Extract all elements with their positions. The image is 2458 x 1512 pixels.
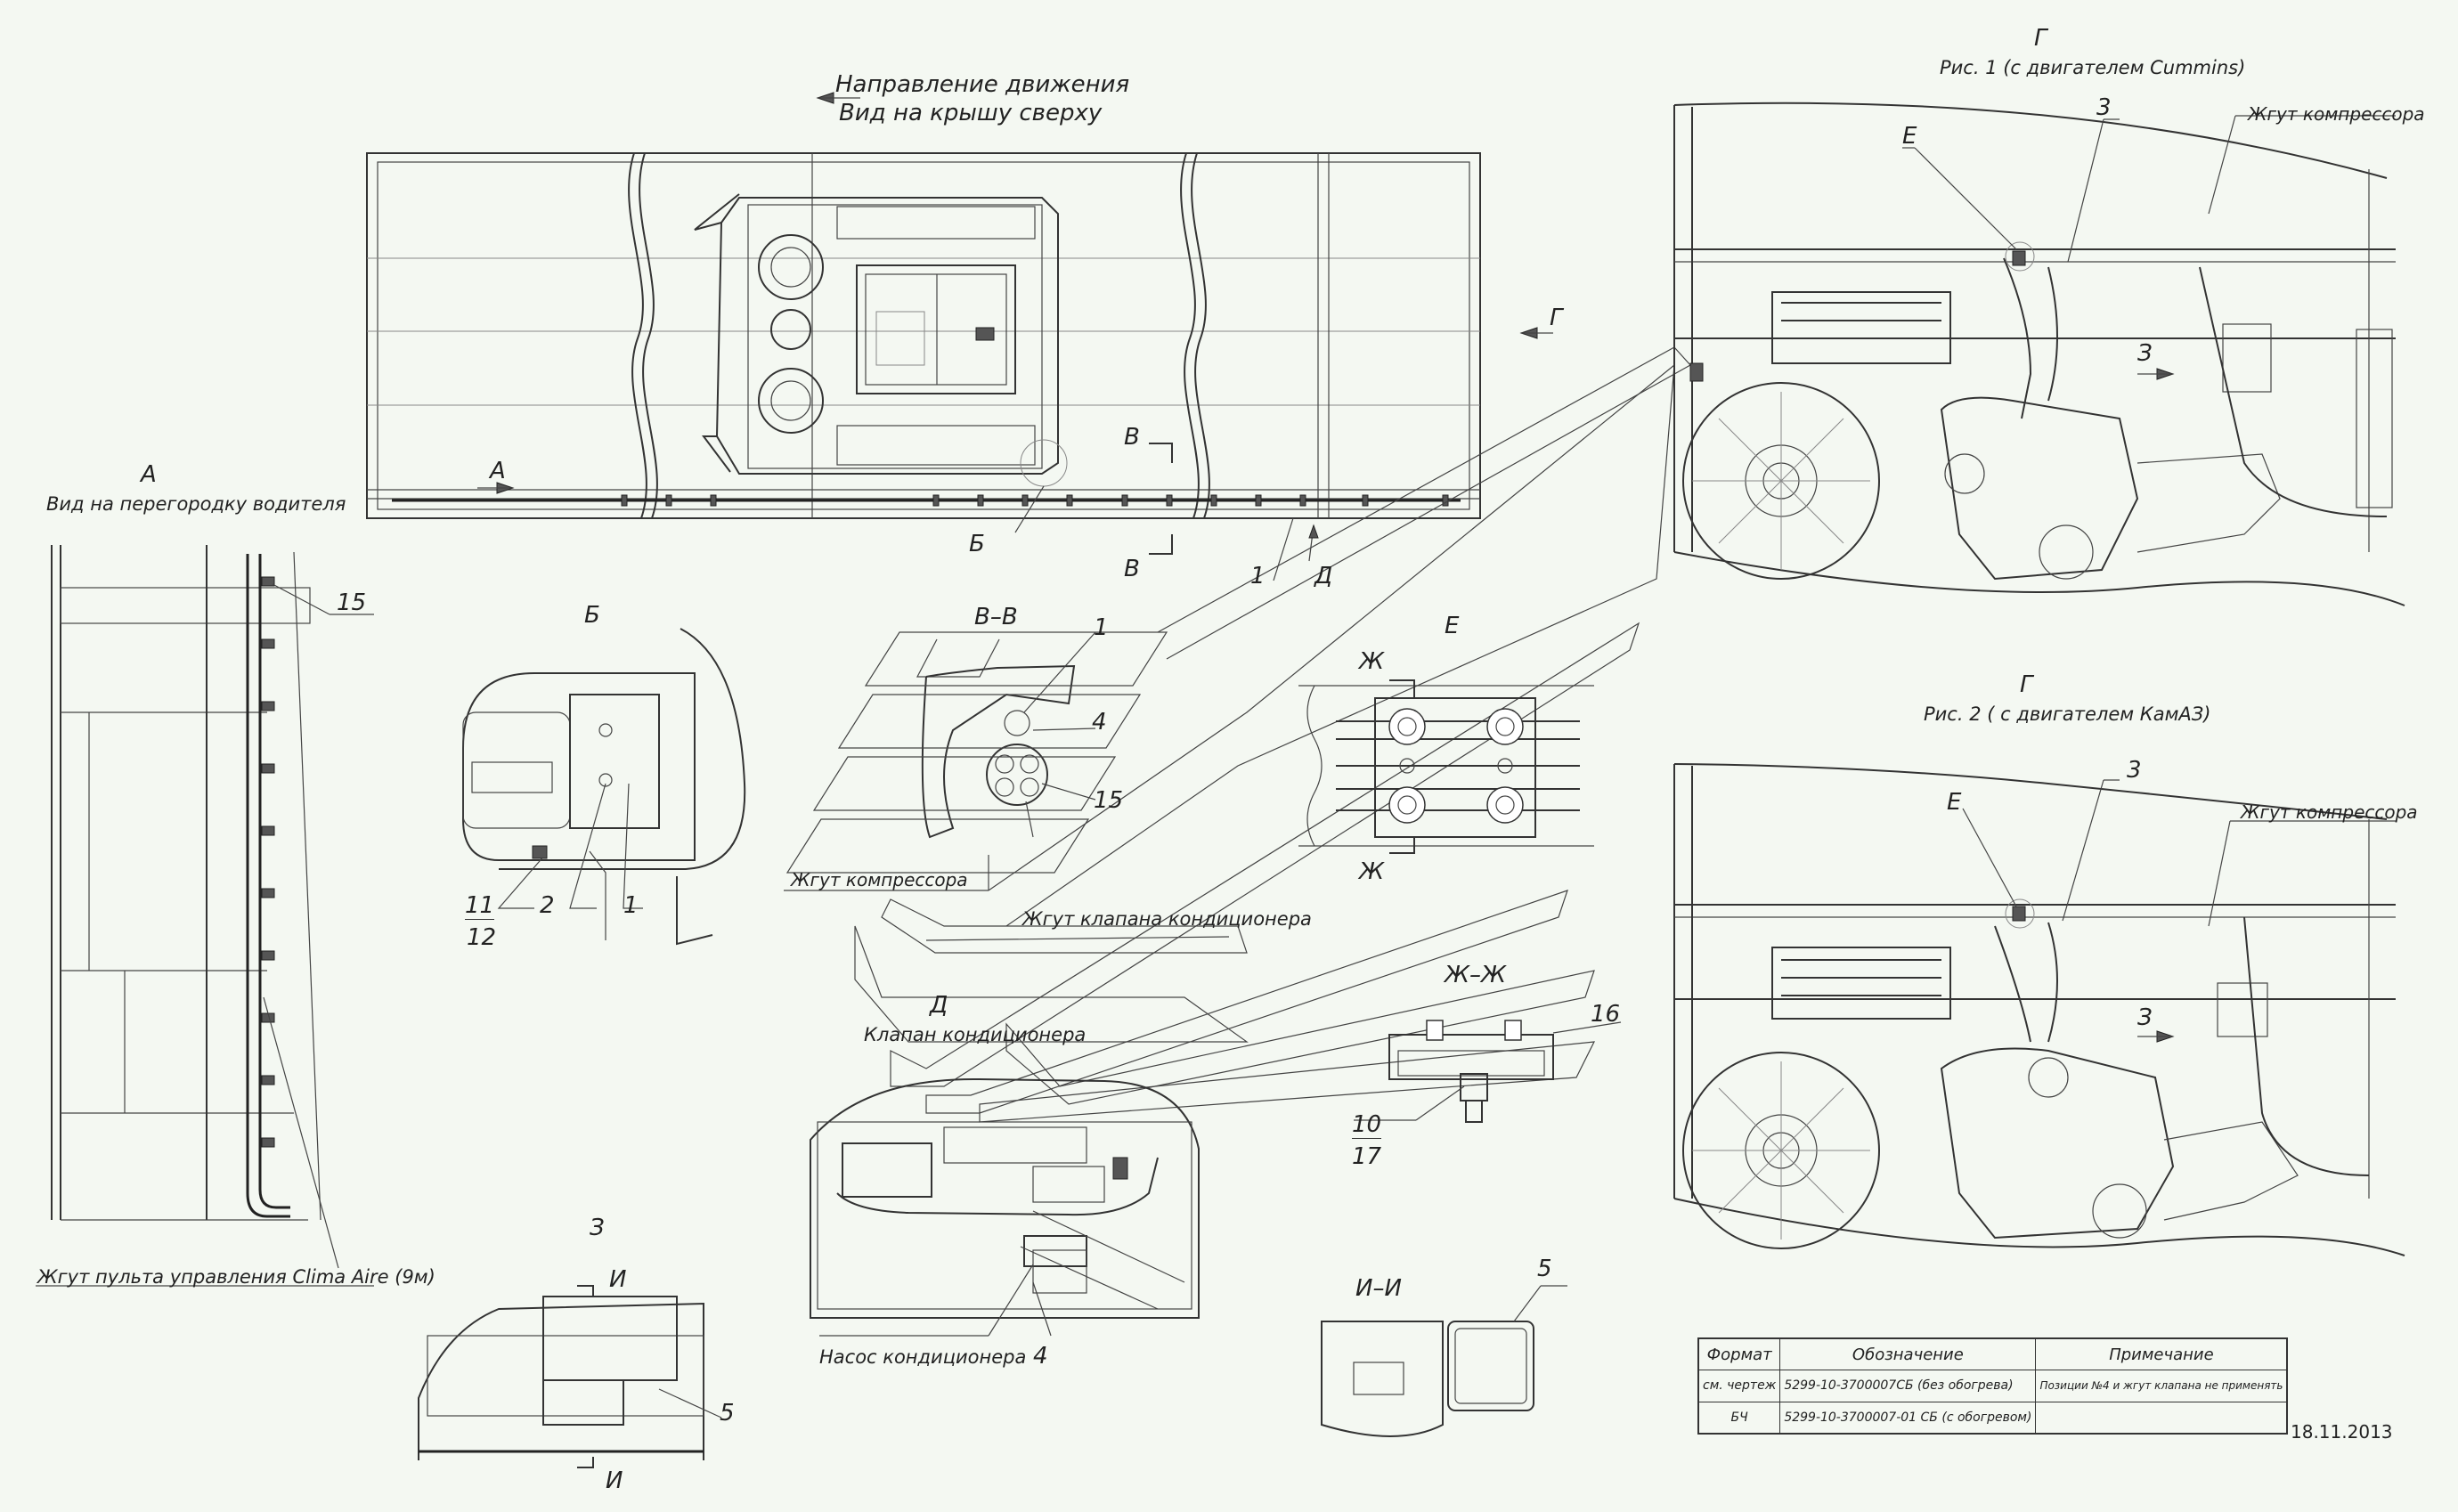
view-z-title: З — [590, 1215, 605, 1241]
fig1-title-2: Рис. 1 (с двигателем Cummins) — [1940, 57, 2246, 78]
fig2-compressor-harness: Жгут компрессора — [2241, 801, 2418, 823]
view-e-marker-zh-top: Ж — [1359, 648, 1385, 675]
view-d-detail — [810, 1077, 1200, 1337]
fig2-callout-3: 3 — [2127, 757, 2142, 784]
spec-cell-format: см. чертеж — [1697, 1370, 1781, 1402]
section-ii-callout-5: 5 — [1537, 1256, 1552, 1282]
spec-header-format: Формат — [1697, 1337, 1781, 1371]
section-zhzh-title: Ж–Ж — [1445, 962, 1507, 988]
fig1-title-1: Г — [2034, 25, 2047, 52]
spec-header-note: Примечание — [2035, 1337, 2288, 1371]
view-b-callout-12: 12 — [467, 924, 497, 951]
drawing-date: 18.11.2013 — [2291, 1421, 2393, 1443]
fig2-title-1: Г — [2020, 671, 2033, 698]
roof-view-title-1: Направление движения — [835, 71, 1130, 98]
view-z-detail — [418, 1285, 722, 1468]
roof-plan — [366, 92, 1553, 581]
harness-routing-lines — [785, 346, 1691, 1123]
section-zhzh-callout-10: 10 — [1352, 1111, 1382, 1139]
view-d-callout-4: 4 — [1033, 1343, 1048, 1370]
view-d-pump-label: Насос кондиционера — [819, 1346, 1027, 1368]
roof-view-title-2: Вид на крышу сверху — [839, 100, 1103, 126]
view-b-callout-2: 2 — [540, 892, 555, 919]
view-a-subtitle: Вид на перегородку водителя — [46, 493, 346, 515]
fig1-marker-e: Е — [1902, 123, 1917, 150]
fig2-marker-z: З — [2137, 1004, 2153, 1031]
spec-cell-designation: 5299-10-3700007СБ (без обогрева) — [1779, 1370, 2037, 1402]
roof-marker-d: Д — [1314, 563, 1333, 589]
view-e-title: Е — [1445, 613, 1460, 639]
fig2-engine-compartment — [1673, 763, 2405, 1256]
spec-cell-designation: 5299-10-3700007-01 СБ (с обогревом) — [1779, 1401, 2037, 1435]
view-z-callout-5: 5 — [720, 1400, 735, 1427]
view-d-title: Д — [930, 992, 948, 1019]
fig1-engine-compartment — [1673, 102, 2405, 606]
view-z-marker-i-bottom: И — [606, 1467, 623, 1494]
fig2-marker-e: Е — [1947, 789, 1962, 816]
roof-marker-g: Г — [1550, 305, 1563, 331]
view-d-valve-label: Клапан кондиционера — [864, 1024, 1087, 1045]
spec-header-row: Формат Обозначение Примечание — [1697, 1337, 2288, 1371]
view-a-callout-15: 15 — [337, 589, 367, 616]
section-zhzh — [1354, 1020, 1622, 1123]
spec-header-designation: Обозначение — [1779, 1337, 2037, 1371]
roof-callout-1: 1 — [1250, 563, 1266, 589]
spec-row: БЧ 5299-10-3700007-01 СБ (с обогревом) — [1697, 1401, 2288, 1435]
section-ii-title: И–И — [1355, 1275, 1402, 1302]
view-a-harness-label: Жгут пульта управления Clima Aire (9м) — [37, 1266, 435, 1288]
spec-cell-note: Позиции №4 и жгут клапана не применять — [2035, 1370, 2288, 1402]
fig1-callout-3: 3 — [2096, 94, 2112, 121]
section-zhzh-callout-16: 16 — [1591, 1001, 1621, 1028]
spec-row: см. чертеж 5299-10-3700007СБ (без обогре… — [1697, 1370, 2288, 1402]
section-vv — [784, 631, 1096, 891]
roof-ac-unit — [694, 193, 1059, 475]
fig1-marker-z: З — [2137, 340, 2153, 367]
view-b-callout-11: 11 — [465, 892, 495, 920]
section-zhzh-callout-17: 17 — [1352, 1143, 1382, 1170]
view-b-callout-1: 1 — [623, 892, 639, 919]
roof-marker-b: Б — [969, 531, 985, 557]
spec-cell-format: БЧ — [1697, 1401, 1781, 1435]
section-ii — [1321, 1285, 1567, 1437]
section-vv-callout-15: 15 — [1094, 787, 1124, 814]
section-vv-title: В–В — [974, 604, 1018, 630]
specification-table: Формат Обозначение Примечание см. чертеж… — [1697, 1337, 2289, 1435]
view-z-marker-i-top: И — [609, 1266, 627, 1293]
spec-cell-note — [2035, 1401, 2288, 1435]
view-a-title: А — [141, 461, 157, 488]
fig2-title-2: Рис. 2 ( с двигателем КамАЗ) — [1924, 703, 2211, 725]
roof-marker-v-top: В — [1124, 424, 1140, 451]
driver-partition-view — [36, 545, 374, 1287]
view-b-title: Б — [584, 602, 600, 629]
view-e-detail — [1298, 679, 1594, 854]
view-b-detail — [462, 628, 746, 946]
view-e-marker-zh-bottom: Ж — [1359, 858, 1385, 885]
section-vv-callout-1: 1 — [1094, 614, 1109, 641]
roof-marker-v-bottom: В — [1124, 556, 1140, 582]
fig1-compressor-harness: Жгут компрессора — [2248, 103, 2425, 125]
section-vv-compressor-harness: Жгут компрессора — [791, 869, 968, 890]
roof-marker-a: А — [490, 458, 506, 484]
section-vv-callout-4: 4 — [1092, 709, 1107, 736]
section-vv-valve-harness: Жгут клапана кондиционера — [1022, 908, 1312, 930]
